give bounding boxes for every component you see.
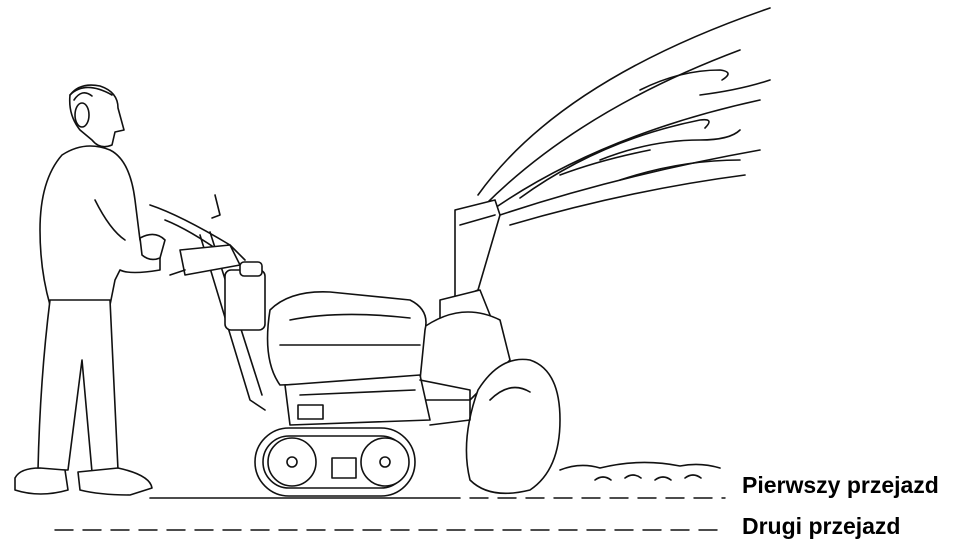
operator-figure [15,85,165,495]
handlebars [150,195,265,410]
second-pass-label: Drugi przejazd [742,513,900,540]
crawler-tracks [255,428,415,496]
snow-spray [478,8,770,225]
auger-housing [420,312,560,493]
ground-lines [55,498,725,530]
first-pass-label: Pierwszy przejazd [742,472,939,499]
snow-bank [560,462,720,480]
